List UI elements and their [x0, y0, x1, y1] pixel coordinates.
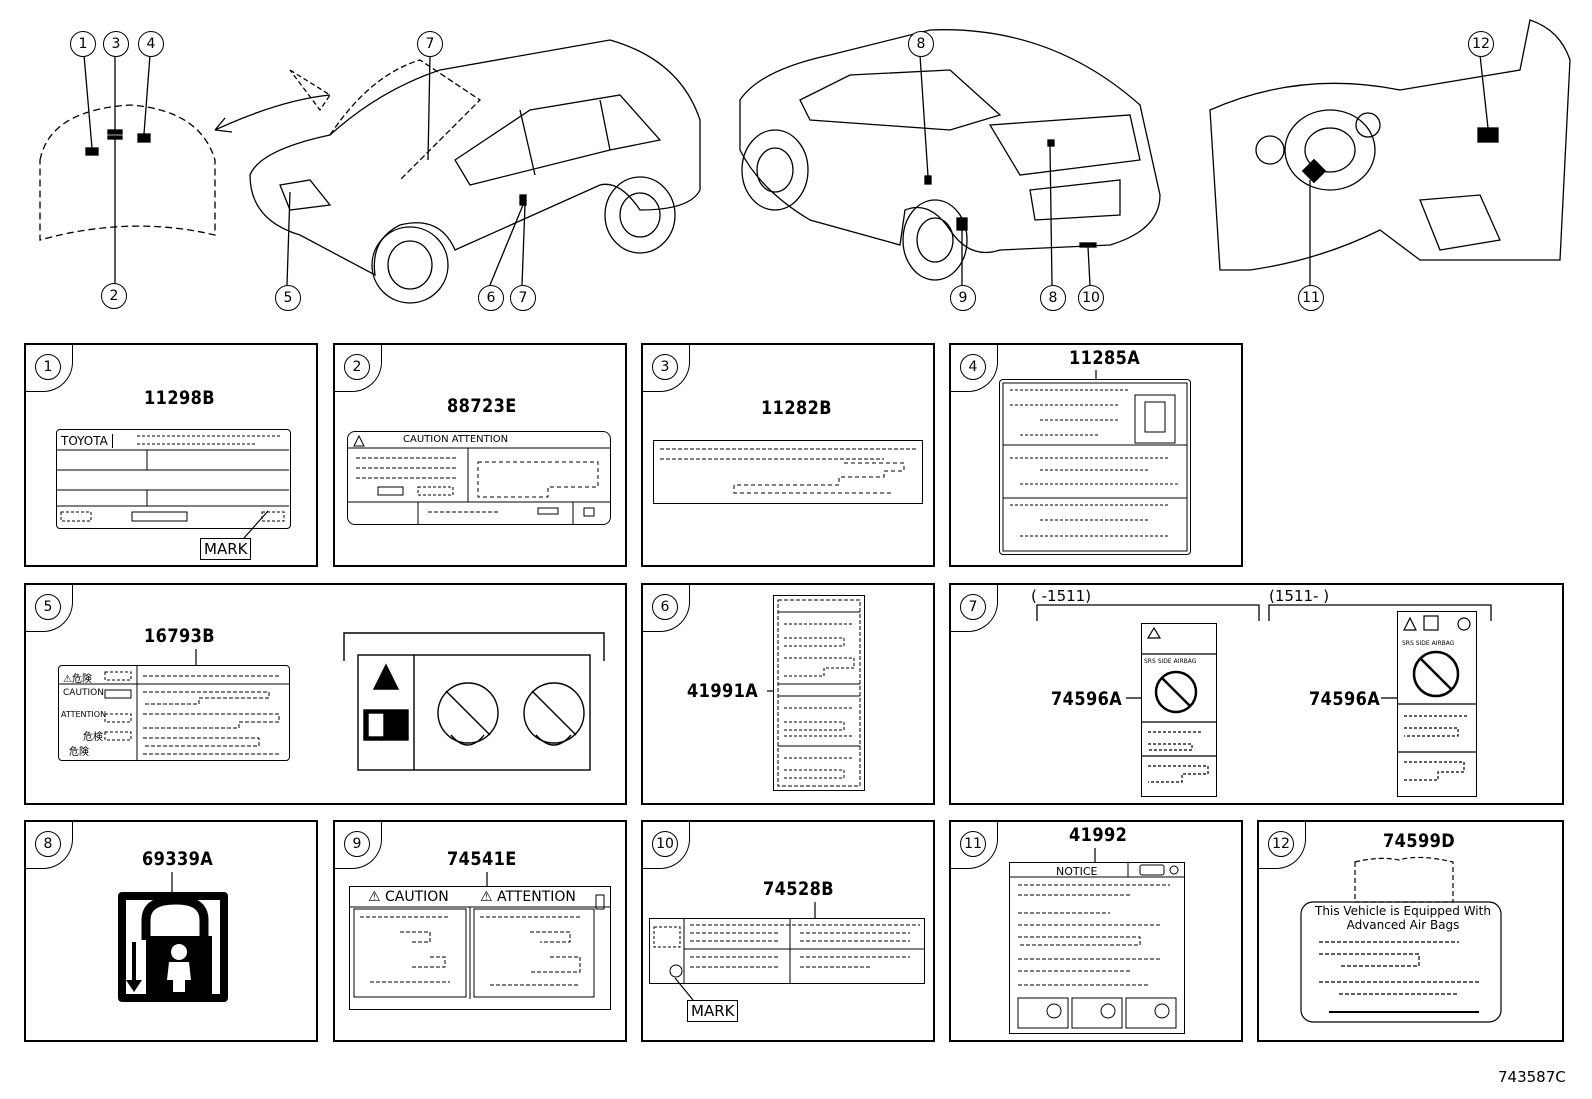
part-number: 41991A: [687, 680, 759, 702]
panel-number: 2: [335, 345, 382, 392]
mark-label: MARK: [687, 1000, 739, 1022]
mark-leader: [674, 977, 694, 1001]
mark-leader: [243, 510, 269, 539]
vehicle-overview-drawing: [39, 19, 1571, 304]
callout-3: 3: [103, 31, 129, 57]
child-lock-icon: [118, 872, 228, 1002]
part-leader: [1094, 848, 1096, 862]
callout-9: 9: [950, 285, 976, 311]
panel-12: 12 74599D This Vehicle is Equipped With …: [1257, 820, 1564, 1042]
part-number: 11285A: [1069, 347, 1141, 369]
label-lines: [1398, 615, 1476, 781]
range-left: ( -1511): [1031, 587, 1092, 605]
panel-11: 11 41992 NOTICE: [949, 820, 1243, 1042]
airbag-text: SRS SIDE AIRBAG: [1144, 658, 1197, 665]
airbag-line-2: Advanced Air Bags: [1346, 918, 1460, 932]
airbag-line-1: This Vehicle is Equipped With: [1315, 904, 1491, 918]
part-number-right: 74596A: [1309, 688, 1381, 710]
callout-8-top: 8: [908, 31, 934, 57]
row-label-1: ⚠危険: [63, 674, 92, 685]
range-right: (1511- ): [1269, 587, 1330, 605]
label-lines: [350, 894, 610, 999]
part-number: 16793B: [144, 625, 216, 647]
part-leader: [767, 690, 773, 692]
part-leader: [486, 872, 488, 886]
part-number: 74528B: [763, 878, 835, 900]
callout-8-bottom: 8: [1040, 285, 1066, 311]
label-lines: [660, 448, 916, 494]
part-number: 41992: [1069, 824, 1128, 846]
part-number: 88723E: [447, 395, 517, 417]
callout-4: 4: [138, 31, 164, 57]
notice-text: NOTICE: [1056, 865, 1098, 878]
row-label-2: CAUTION: [63, 688, 104, 698]
label-11298B: TOYOTA: [56, 429, 291, 529]
label-74599D-outline: [1300, 856, 1502, 1023]
panel-4: 4 11285A: [949, 343, 1243, 567]
part-number: 74599D: [1383, 830, 1456, 852]
panel-6: 6 41991A: [641, 583, 935, 805]
part-leader: [814, 902, 816, 918]
row-label-3: ATTENTION: [61, 710, 107, 719]
callout-11: 11: [1298, 285, 1324, 311]
part-leader: [195, 649, 197, 665]
label-lines: [348, 434, 610, 524]
panel-8: 8 69339A: [24, 820, 318, 1042]
caution-text: ⚠ CAUTION: [368, 889, 449, 905]
range-brackets: [1036, 604, 1492, 699]
panel-number: 3: [643, 345, 690, 392]
callout-6: 6: [478, 285, 504, 311]
callout-12: 12: [1468, 31, 1494, 57]
panel-1: 1 11298B TOYOTA MARK: [24, 343, 318, 567]
label-41991A: [773, 595, 865, 791]
callout-1: 1: [70, 31, 96, 57]
caution-header: CAUTION ATTENTION: [403, 434, 509, 445]
callout-5: 5: [275, 285, 301, 311]
toyota-brand: TOYOTA: [61, 434, 113, 448]
part-number-left: 74596A: [1051, 688, 1123, 710]
label-lines: [1142, 626, 1216, 783]
diagram-id: 743587C: [1498, 1068, 1566, 1086]
panel-3: 3 11282B: [641, 343, 935, 567]
callout-10: 10: [1078, 285, 1104, 311]
panel-2: 2 88723E CAUTION ATTENTION: [333, 343, 627, 567]
label-lines: [57, 435, 289, 522]
label-lines: [59, 666, 289, 760]
overview-area: 1 2 3 4 5 6 7 7 8 8 9 10 11 12: [0, 0, 1592, 320]
label-74596A-left: SRS SIDE AIRBAG: [1141, 623, 1217, 797]
label-88723E: CAUTION ATTENTION: [347, 431, 611, 525]
row-label-5: 危険: [69, 747, 89, 758]
row-label-4: 危検: [83, 732, 103, 743]
panel-10: 10 74528B MARK: [641, 820, 935, 1042]
label-lines: [653, 919, 924, 983]
label-41992: NOTICE: [1009, 862, 1185, 1034]
part-number: 11282B: [761, 397, 833, 419]
panel-9: 9 74541E ⚠ CAUTION ⚠ ATTENTION: [333, 820, 627, 1042]
attention-text: ⚠ ATTENTION: [480, 889, 576, 905]
callout-7-bottom: 7: [510, 285, 536, 311]
label-11282B: [653, 440, 923, 504]
panel-5: 5 16793B ⚠危険 CAUTION ATTENTION 危検 危険: [24, 583, 627, 805]
label-74596A-right: SRS SIDE AIRBAG: [1397, 611, 1477, 797]
callout-2: 2: [101, 283, 127, 309]
part-number: 11298B: [144, 387, 216, 409]
label-16793B: ⚠危険 CAUTION ATTENTION 危検 危険: [58, 665, 290, 761]
airbag-text: SRS SIDE AIRBAG: [1402, 640, 1455, 647]
pictogram-group: [343, 632, 605, 771]
label-74541E: ⚠ CAUTION ⚠ ATTENTION: [349, 886, 611, 1010]
mark-label: MARK: [200, 538, 252, 560]
panel-7: 7 ( -1511) (1511- ) 74596A 74596A SRS SI…: [949, 583, 1564, 805]
label-lines: [1002, 382, 1188, 552]
label-lines: [1010, 863, 1184, 1029]
callout-7-top: 7: [417, 31, 443, 57]
part-number: 74541E: [447, 848, 517, 870]
part-number: 69339A: [142, 848, 214, 870]
label-74528B: [649, 918, 925, 984]
label-11285A: [999, 379, 1191, 555]
label-lines: [777, 599, 861, 787]
